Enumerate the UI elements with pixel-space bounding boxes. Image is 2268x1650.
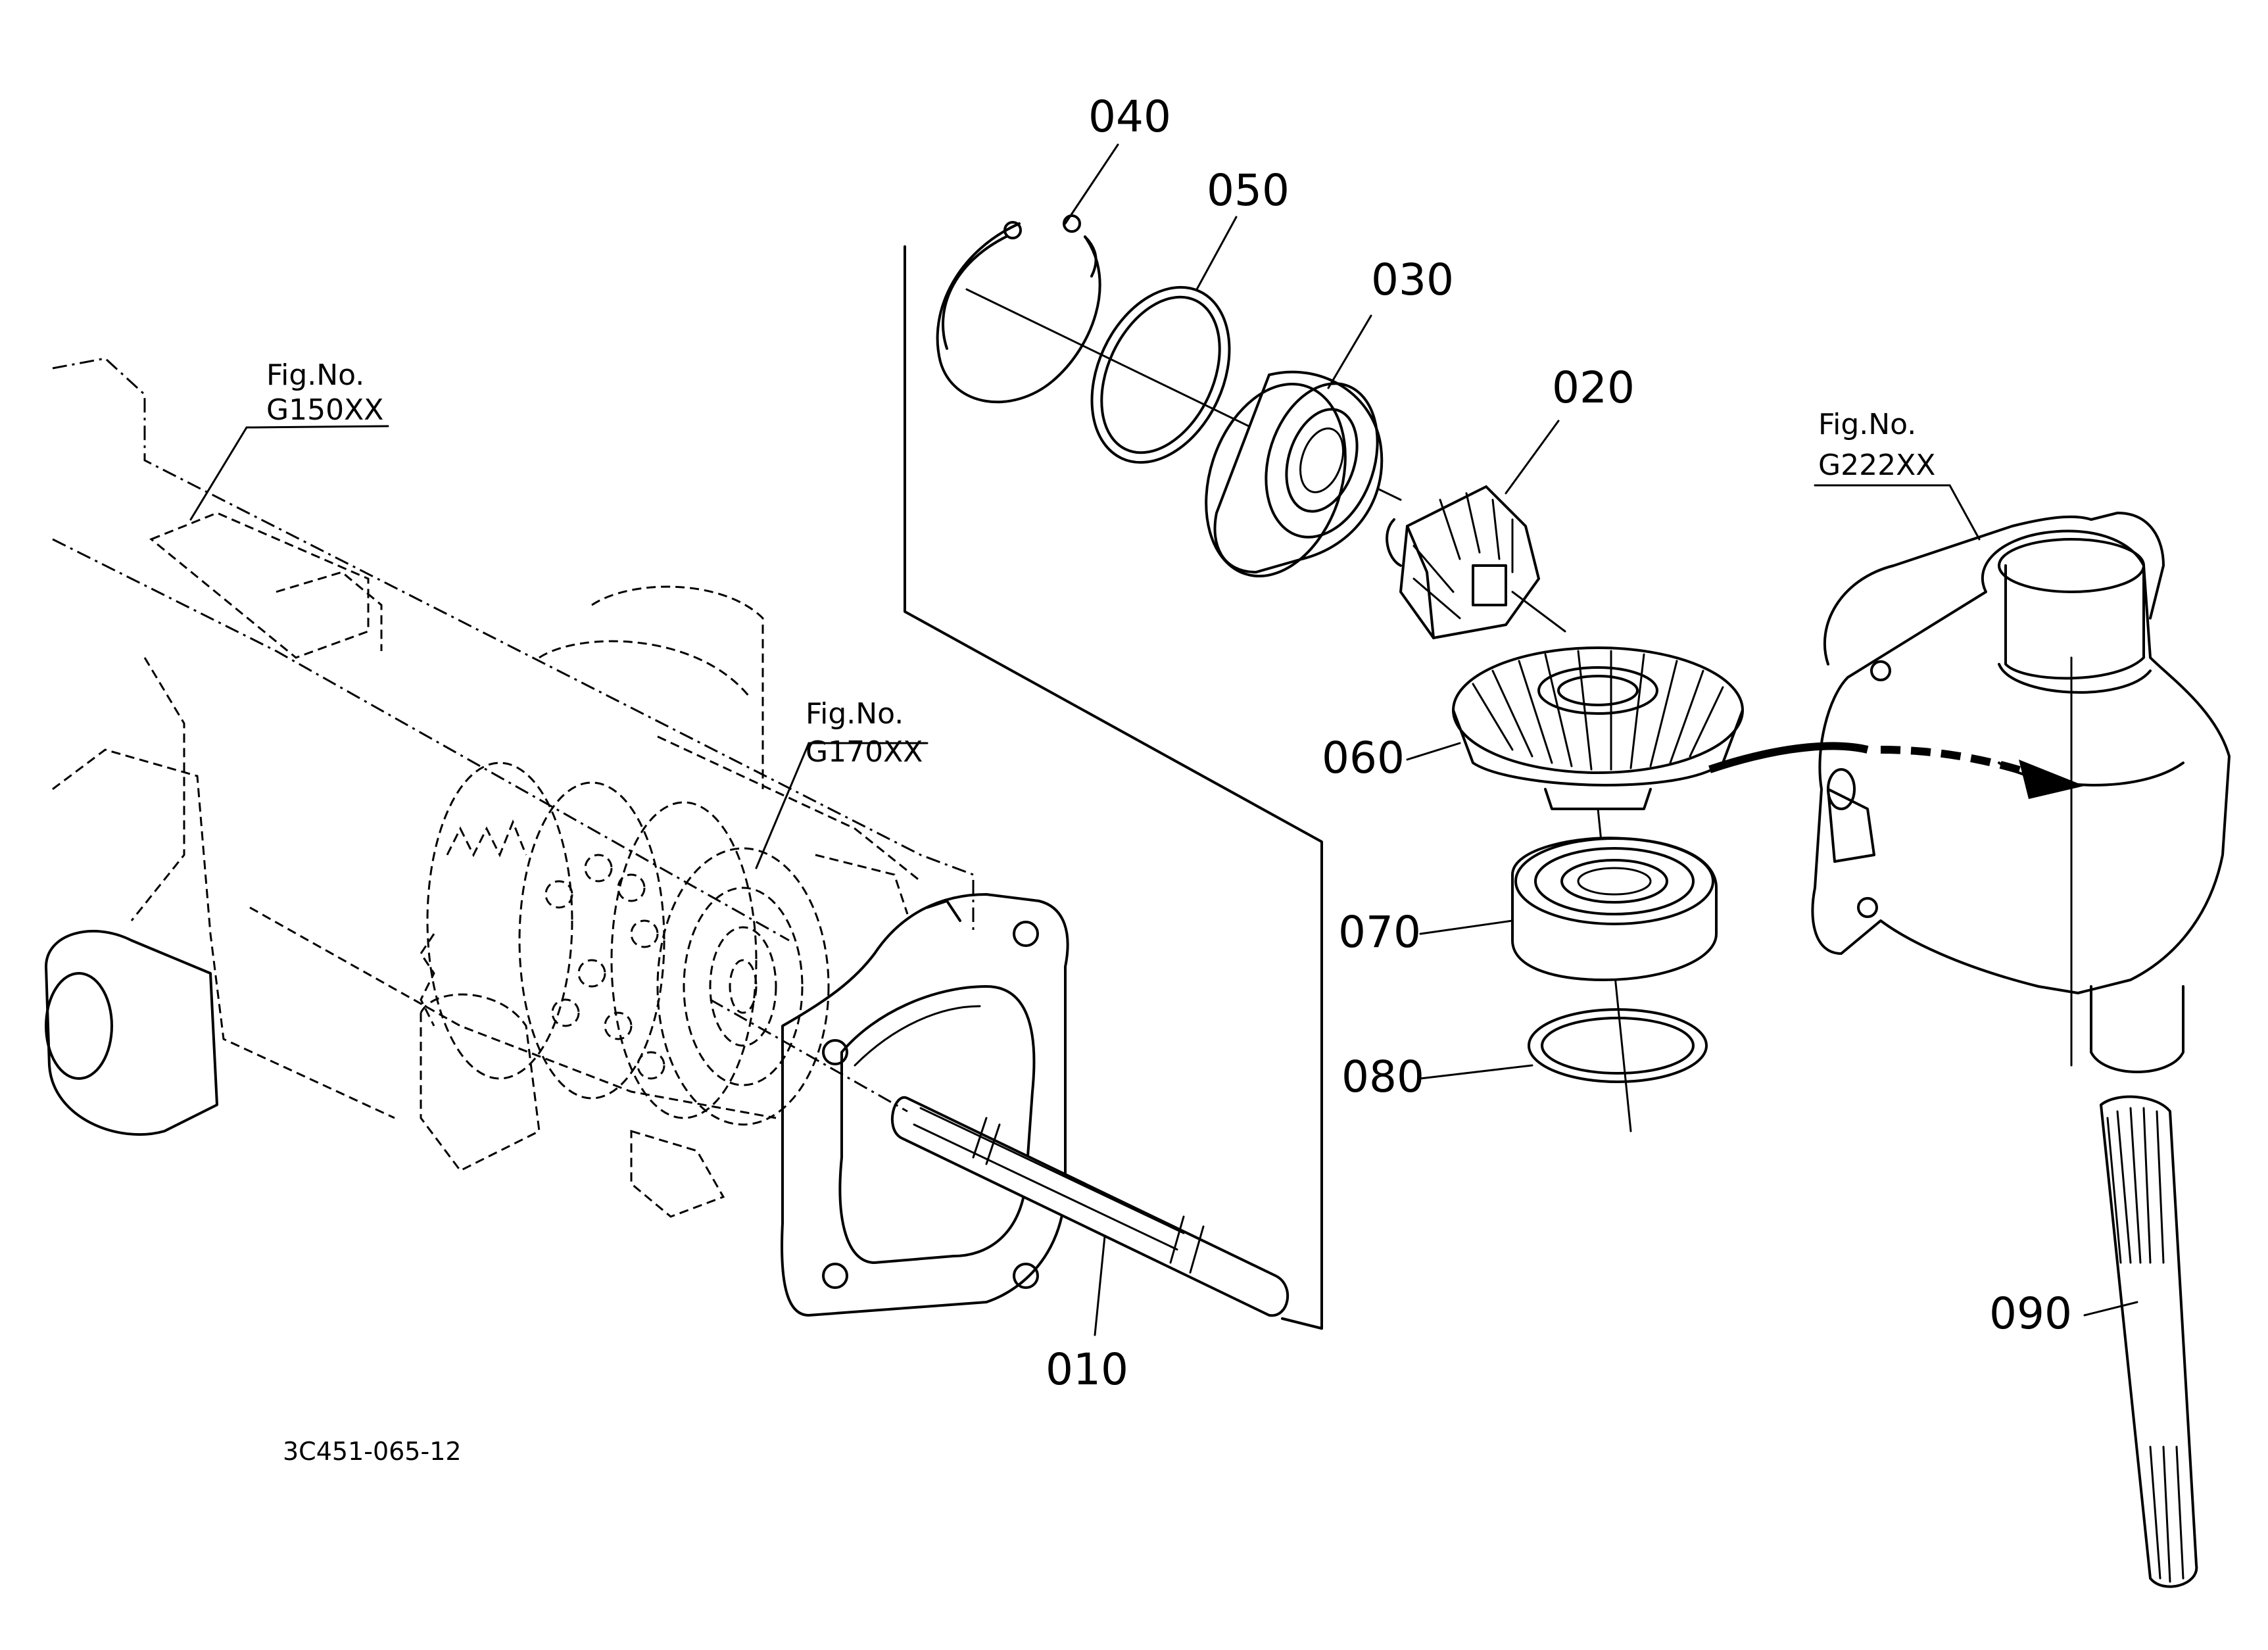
label-030: 030 bbox=[1371, 255, 1454, 305]
label-070: 070 bbox=[1338, 907, 1421, 958]
fig-ref-g150-line1: Fig.No. bbox=[266, 358, 364, 392]
bearing-070 bbox=[1511, 837, 1718, 982]
shaft-090 bbox=[2099, 1095, 2198, 1588]
shim-080 bbox=[1528, 1008, 1708, 1083]
figure-ref-g222: Fig.No. G222XX bbox=[1818, 408, 1935, 482]
label-050: 050 bbox=[1207, 165, 1290, 216]
exploded-view-plane bbox=[904, 245, 1323, 1330]
label-060: 060 bbox=[1322, 733, 1405, 783]
shaft-010 bbox=[710, 998, 1289, 1317]
o-ring-050 bbox=[1090, 285, 1231, 464]
figure-ref-g150: Fig.No. G150XX bbox=[266, 358, 383, 427]
fig-ref-g150-line2: G150XX bbox=[266, 393, 383, 427]
document-id: 3C451-065-12 bbox=[283, 1437, 462, 1466]
label-040: 040 bbox=[1088, 91, 1171, 142]
gear-case bbox=[1811, 512, 2231, 1073]
label-090: 090 bbox=[1989, 1288, 2072, 1339]
bevel-gear-060 bbox=[1452, 646, 1744, 810]
fig-ref-g170-line1: Fig.No. bbox=[806, 697, 904, 731]
figure-ref-g170: Fig.No. G170XX bbox=[806, 697, 923, 769]
fig-ref-g222-line1: Fig.No. bbox=[1818, 408, 1916, 441]
assembly-arrow bbox=[1708, 742, 2085, 799]
label-020: 020 bbox=[1552, 362, 1635, 413]
bevel-pinion-020 bbox=[1386, 485, 1566, 640]
snap-ring-040 bbox=[936, 214, 1101, 404]
label-010: 010 bbox=[1046, 1344, 1128, 1395]
part-labels: 040 050 030 020 060 070 080 010 090 bbox=[1046, 91, 2072, 1395]
fig-ref-g222-line2: G222XX bbox=[1818, 449, 1935, 482]
label-080: 080 bbox=[1341, 1052, 1424, 1102]
leader-lines bbox=[189, 143, 2138, 1336]
bearing-030 bbox=[1205, 370, 1384, 577]
fig-ref-g170-line2: G170XX bbox=[806, 735, 923, 769]
transmission-housing bbox=[45, 357, 1069, 1317]
